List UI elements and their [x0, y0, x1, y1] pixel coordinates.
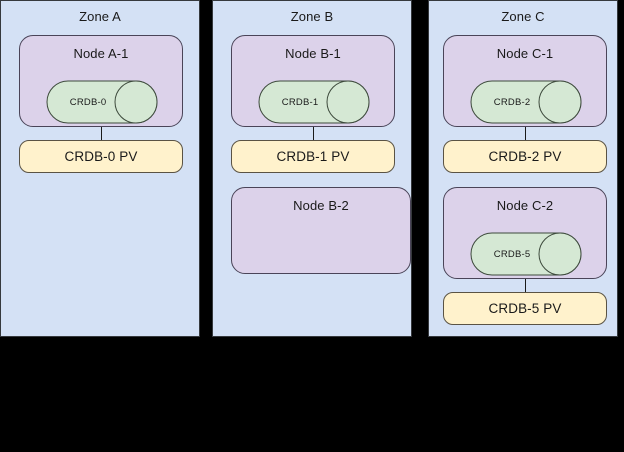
pv-crdb-0-label: CRDB-0 PV [64, 149, 138, 164]
pod-crdb-5: CRDB-5 [470, 232, 582, 276]
node-b-1: Node B-1 CRDB-1 [231, 35, 395, 127]
cylinder-shape [258, 80, 370, 124]
node-c-2: Node C-2 CRDB-5 [443, 187, 607, 279]
connector-crdb-1 [313, 127, 314, 141]
pv-crdb-1-label: CRDB-1 PV [276, 149, 350, 164]
pv-crdb-5: CRDB-5 PV [443, 292, 607, 325]
zone-c-title: Zone C [501, 9, 545, 24]
pv-crdb-0: CRDB-0 PV [19, 140, 183, 173]
node-b-2-title: Node B-2 [293, 198, 349, 213]
cylinder-shape [46, 80, 158, 124]
node-a-1: Node A-1 CRDB-0 [19, 35, 183, 127]
zone-b-title: Zone B [290, 9, 334, 24]
connector-crdb-5 [525, 279, 526, 293]
pod-crdb-1: CRDB-1 [258, 80, 370, 124]
cylinder-shape [470, 80, 582, 124]
connector-crdb-0 [101, 127, 102, 141]
pod-crdb-0: CRDB-0 [46, 80, 158, 124]
zone-c: Zone C Node C-1 CRDB-2 CRDB-2 PV Node C-… [428, 0, 618, 337]
node-b-1-title: Node B-1 [285, 46, 341, 61]
pv-crdb-5-label: CRDB-5 PV [488, 301, 562, 316]
pv-crdb-2-label: CRDB-2 PV [488, 149, 562, 164]
node-b-2: Node B-2 [231, 187, 411, 274]
pv-crdb-2: CRDB-2 PV [443, 140, 607, 173]
zone-b: Zone B Node B-1 CRDB-1 CRDB-1 PV Node B-… [212, 0, 412, 337]
node-a-1-title: Node A-1 [73, 46, 129, 61]
zone-a-title: Zone A [79, 9, 121, 24]
node-c-1-title: Node C-1 [496, 46, 554, 61]
connector-crdb-2 [525, 127, 526, 141]
node-c-1: Node C-1 CRDB-2 [443, 35, 607, 127]
pod-crdb-2: CRDB-2 [470, 80, 582, 124]
pv-crdb-1: CRDB-1 PV [231, 140, 395, 173]
cylinder-shape [470, 232, 582, 276]
zone-a: Zone A Node A-1 CRDB-0 CRDB-0 PV [0, 0, 200, 337]
node-c-2-title: Node C-2 [496, 198, 554, 213]
